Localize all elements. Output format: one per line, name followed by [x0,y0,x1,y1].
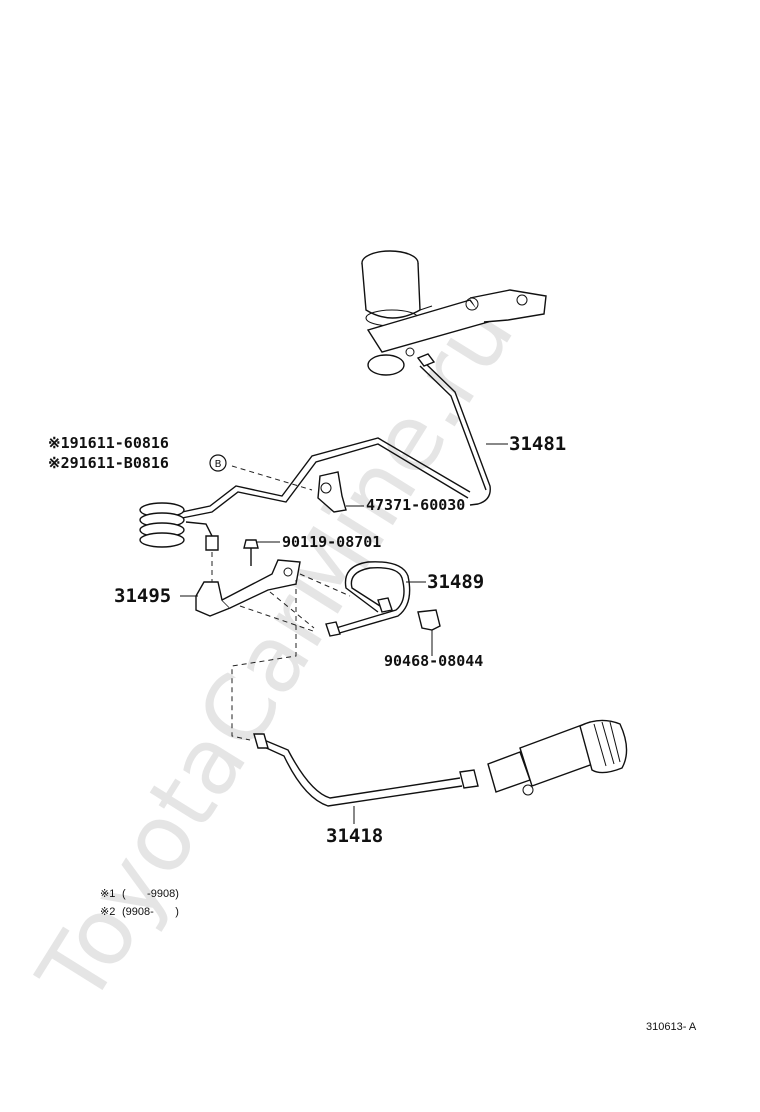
callout-90468-08044: 90468-08044 [384,652,483,670]
clutch-line-tube [139,437,471,551]
callout-31495: 31495 [114,585,171,607]
hose-clip [417,609,441,631]
bolt [243,539,259,566]
marker-b-letter: B [215,459,222,470]
figure-code: 310613- A [646,1021,697,1033]
callout-clutch-line-1: ※191611-60816 [48,434,169,452]
callout-47371-60030: 47371-60030 [366,496,465,514]
release-cylinder-hose [253,733,479,807]
footnote-2-range: (9908- ) [122,906,179,918]
assembly-dashed-lines [211,465,351,741]
leader-lines [180,443,508,824]
master-cylinder-tube [416,353,491,506]
marker-b: B [209,454,227,472]
callout-31489: 31489 [427,571,484,593]
clutch-master-cylinder [361,250,547,376]
bracket [195,559,301,617]
callout-90119-08701: 90119-08701 [282,533,381,551]
flexible-hose-tube [325,561,411,637]
footnote-1-range: ( -9908) [122,888,179,900]
callout-clutch-line-2: ※291611-B0816 [48,454,169,472]
callout-31481: 31481 [509,433,566,455]
release-cylinder [487,719,628,796]
tube-clamp [317,471,347,513]
callout-31418: 31418 [326,825,383,847]
footnote-2-mark: ※2 [100,906,115,918]
footnote-1-mark: ※1 [100,888,115,900]
